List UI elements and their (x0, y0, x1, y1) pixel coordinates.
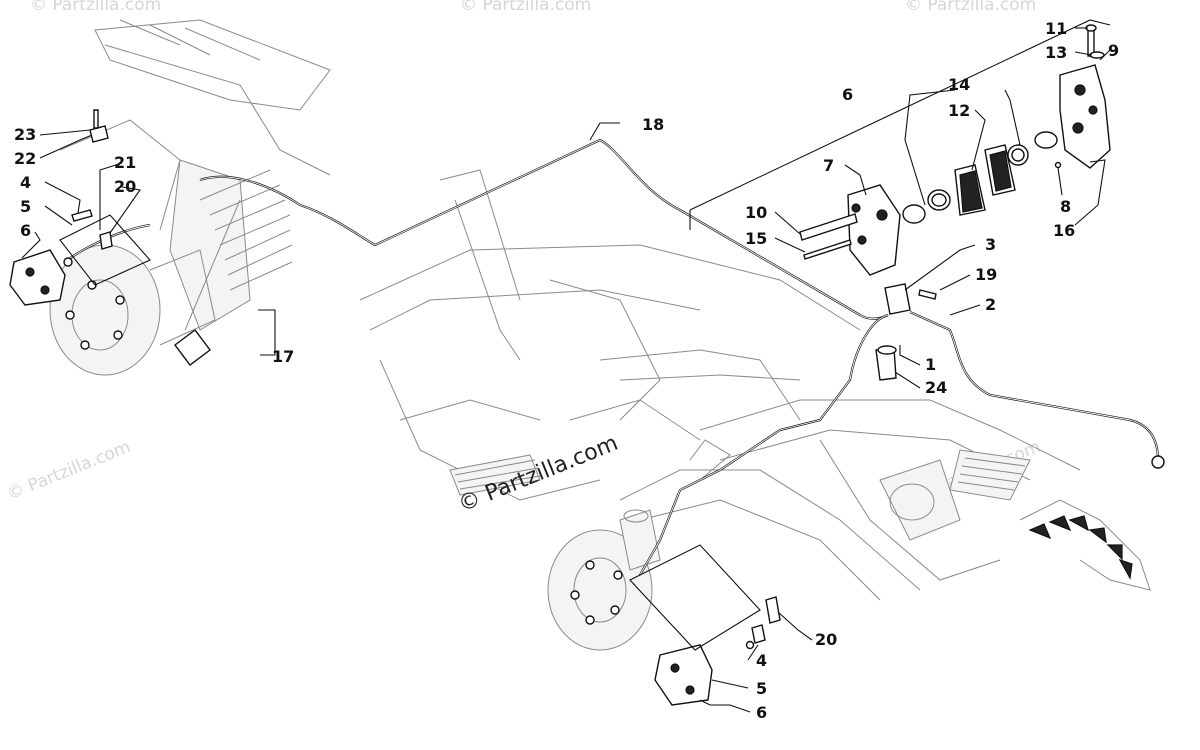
callout-9: 9 (1108, 41, 1119, 60)
callout-13: 13 (1045, 43, 1067, 62)
callout-7: 7 (823, 156, 834, 175)
caliper-bracket (1059, 64, 1111, 169)
watermark-faint-left: © Partzilla.com (4, 437, 133, 505)
rear-shock-absorber (174, 169, 293, 366)
callout-23: 23 (14, 125, 36, 144)
callout-3: 3 (985, 235, 996, 254)
front-brake-caliper (654, 644, 713, 706)
callout-6-front: 6 (756, 703, 767, 722)
callout-18: 18 (642, 115, 664, 134)
callout-15: 15 (745, 229, 767, 248)
caliper-group-bracket (689, 19, 1111, 211)
callout-6-rear: 6 (20, 221, 31, 240)
callout-labels: 23 22 4 5 6 21 20 17 18 6 7 10 15 14 12 … (14, 19, 1119, 722)
leader-lines (21, 27, 1111, 713)
rear-wheel-hub (49, 244, 216, 376)
callout-4-front: 4 (756, 651, 767, 670)
watermark-faint-top-mid: © Partzilla.com (460, 0, 591, 15)
callout-14: 14 (948, 75, 970, 94)
brake-junction-block (884, 283, 911, 315)
callout-24: 24 (925, 378, 947, 397)
front-wheel-hub (547, 509, 661, 651)
callout-5-rear: 5 (20, 197, 31, 216)
callout-10: 10 (745, 203, 767, 222)
watermark-faint-top-right: © Partzilla.com (905, 0, 1036, 15)
vehicle-frame-outline (49, 19, 1151, 651)
brake-parts (9, 24, 1165, 706)
callout-12: 12 (948, 101, 970, 120)
callout-20-rear: 20 (114, 177, 136, 196)
callout-16: 16 (1053, 221, 1075, 240)
callout-1: 1 (925, 355, 936, 374)
brake-lines (69, 138, 1160, 576)
callout-8: 8 (1060, 197, 1071, 216)
callout-17: 17 (272, 347, 294, 366)
callout-5-front: 5 (756, 679, 767, 698)
rear-brake-caliper (9, 249, 66, 306)
callout-2: 2 (985, 295, 996, 314)
callout-20-front: 20 (815, 630, 837, 649)
callout-21: 21 (114, 153, 136, 172)
callout-11: 11 (1045, 19, 1067, 38)
callout-19: 19 (975, 265, 997, 284)
caliper-housing (847, 184, 901, 276)
callout-4-rear: 4 (20, 173, 31, 192)
watermark-faint-top-left: © Partzilla.com (30, 0, 161, 15)
callout-6-caliper-group: 6 (842, 85, 853, 104)
callout-22: 22 (14, 149, 36, 168)
